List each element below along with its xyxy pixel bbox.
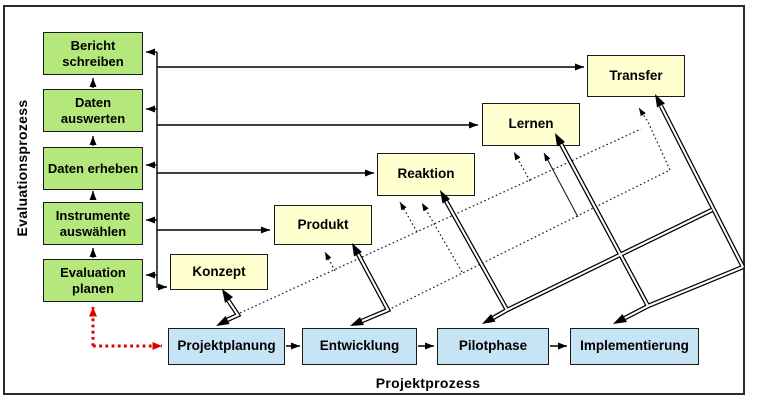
eval-step-bericht-schreiben: Bericht schreiben <box>43 32 143 75</box>
phase-entwicklung: Entwicklung <box>302 328 417 365</box>
eval-step-daten-auswerten: Daten auswerten <box>43 89 143 132</box>
eval-object-transfer: Transfer <box>587 55 685 97</box>
eval-object-lernen: Lernen <box>482 103 580 146</box>
phase-implementierung: Implementierung <box>570 328 699 365</box>
eval-step-evaluation-planen: Evaluation planen <box>43 259 143 302</box>
eval-step-daten-erheben: Daten erheben <box>43 147 143 190</box>
y-axis-label: Evaluationsprozess <box>14 99 30 237</box>
eval-object-produkt: Produkt <box>274 205 372 245</box>
eval-object-reaktion: Reaktion <box>377 153 475 196</box>
phase-projektplanung: Projektplanung <box>168 328 285 365</box>
phase-pilotphase: Pilotphase <box>437 328 549 365</box>
eval-object-konzept: Konzept <box>170 254 268 290</box>
x-axis-label: Projektprozess <box>375 375 481 391</box>
eval-step-instrumente-auswaehlen: Instrumente auswählen <box>43 202 143 245</box>
